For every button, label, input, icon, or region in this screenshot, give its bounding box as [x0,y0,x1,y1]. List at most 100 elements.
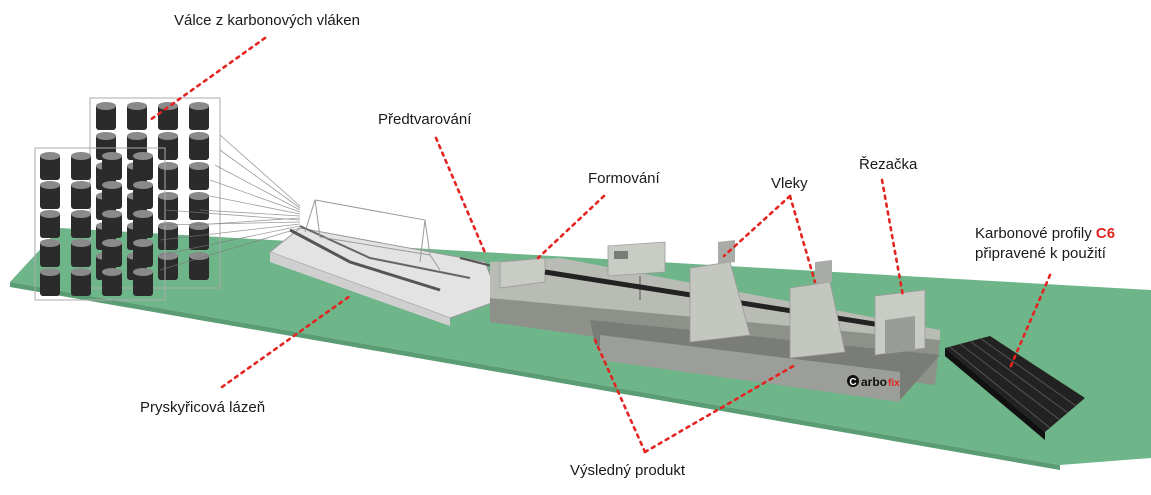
fiber-reel [40,270,60,296]
fiber-reel [71,212,91,238]
fiber-reel-top [40,210,60,218]
svg-text:C: C [849,377,856,388]
fiber-reel [133,241,153,267]
leader-pullers-1 [722,194,792,258]
fiber-reel [40,183,60,209]
fiber-reel-top [96,102,116,110]
fiber-reel-top [40,268,60,276]
label-fiber-reels: Válce z karbonových vláken [174,12,360,29]
fiber-reel-top [158,132,178,140]
fiber-reel [102,183,122,209]
label-final-product: Výsledný produkt [570,462,686,479]
cutter [874,289,926,356]
fiber-reel-top [127,132,147,140]
fiber-reel-top [40,152,60,160]
fiber-reel [189,104,209,130]
fiber-reel [158,194,178,220]
green-floor [10,228,1151,465]
fiber-reel [189,194,209,220]
fiber-reel [71,154,91,180]
green-floor-edge [10,282,1060,470]
fiber-reel-top [96,132,116,140]
fiber-reel [71,241,91,267]
fiber-reel-top [133,239,153,247]
fiber-reel-top [189,102,209,110]
fiber-reel [189,254,209,280]
fiber-reel-top [127,102,147,110]
fiber-reel-top [158,192,178,200]
leader-forming [536,194,606,260]
fiber-reel-top [102,181,122,189]
fiber-reel [133,183,153,209]
fiber-reel-top [189,192,209,200]
label-profiles-line2: připravené k použití [975,245,1106,262]
leader-pullers-2 [788,194,817,284]
fiber-reel-top [158,222,178,230]
fiber-reel [158,104,178,130]
forming-die [499,257,546,289]
fiber-reel-top [71,210,91,218]
fiber-reel [127,104,147,130]
fiber-reel-rack-front [34,147,166,301]
fiber-reel-top [40,181,60,189]
leader-cutter [880,178,905,298]
profile-stack [945,336,1085,440]
fiber-reel [133,154,153,180]
fiber-reel [189,134,209,160]
fiber-reel [189,224,209,250]
puller-2 [789,260,846,359]
label-preforming: Předtvarování [378,111,472,128]
label-profiles: Karbonové profily C6 připravené k použit… [975,224,1115,264]
fiber-reel-top [102,268,122,276]
fiber-reel-top [40,239,60,247]
puller-1 [689,240,751,343]
fiber-reel [96,104,116,130]
label-cutter: Řezačka [859,156,918,173]
fiber-reel-top [133,181,153,189]
carbon-fibers [159,134,301,271]
label-profiles-code: C6 [1095,225,1116,242]
carbofix-logo: C arbo fix [847,375,900,389]
fiber-reel-top [71,181,91,189]
fiber-reel [102,241,122,267]
fiber-reel [158,254,178,280]
fiber-reel [40,212,60,238]
fiber-reel-top [158,162,178,170]
fiber-reel [71,183,91,209]
fiber-reel-top [71,239,91,247]
fiber-reel-top [189,222,209,230]
leader-fiber-reels [148,36,267,122]
svg-text:fix: fix [888,378,900,389]
fiber-reel-top [133,152,153,160]
label-pullers: Vleky [771,175,808,192]
fiber-reel-top [71,152,91,160]
label-resin-bath: Pryskyřicová lázeň [140,399,266,416]
fiber-reel [133,212,153,238]
fiber-reel-top [102,239,122,247]
leader-lines [148,36,1052,454]
leader-resin-bath [220,294,352,389]
fiber-reel-top [133,268,153,276]
fiber-reel [102,270,122,296]
fiber-reel [40,241,60,267]
svg-text:arbo: arbo [861,375,887,389]
leader-profiles [1008,273,1052,370]
fiber-reel [133,270,153,296]
fiber-reel-top [102,210,122,218]
fiber-reel [40,154,60,180]
label-forming: Formování [588,170,660,187]
leader-final-product-2 [643,363,797,454]
fiber-reel [158,134,178,160]
fiber-reel [158,164,178,190]
fiber-reel-top [189,252,209,260]
leader-preforming [434,136,488,257]
fiber-reel [102,154,122,180]
fiber-reel-top [133,210,153,218]
fiber-reel [71,270,91,296]
fiber-reel-top [189,132,209,140]
fiber-reel [189,164,209,190]
fiber-reel-top [71,268,91,276]
fiber-reel [158,224,178,250]
fiber-reel-top [102,152,122,160]
